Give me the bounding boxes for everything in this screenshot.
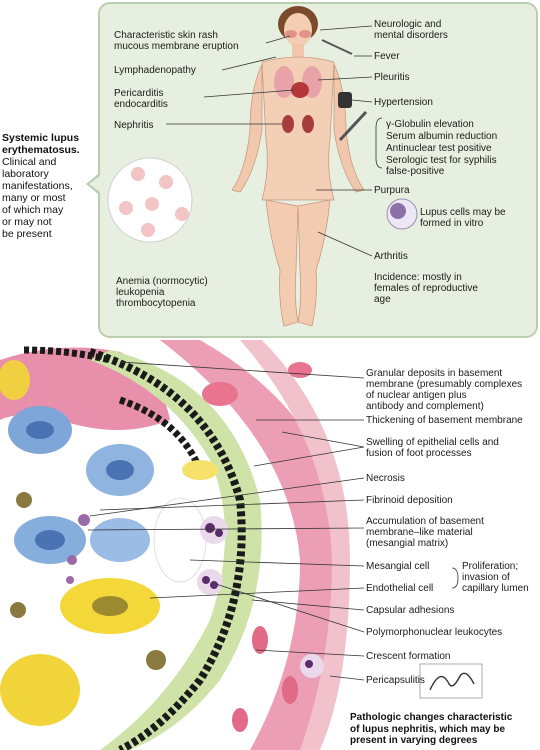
label-lupus-cells-1: Lupus cells may be [420, 207, 506, 218]
side-note-line: of which may [2, 204, 64, 216]
side-note-title-2: erythematosus. [2, 144, 80, 156]
label-mucous-eruption: mucous membrane eruption [114, 41, 239, 52]
label-lymphadenopathy: Lymphadenopathy [114, 65, 196, 76]
side-note: Systemic lupus erythematosus. Clinical a… [2, 132, 84, 240]
label-capsular-adhesions: Capsular adhesions [366, 605, 455, 616]
label-swelling-2: fusion of foot processes [366, 448, 472, 459]
label-fibrinoid: Fibrinoid deposition [366, 495, 453, 506]
label-incidence-1: Incidence: mostly in [374, 272, 462, 283]
label-thickening: Thickening of basement membrane [366, 415, 523, 426]
label-swelling-1: Swelling of epithelial cells and [366, 437, 499, 448]
label-granular-3: of nuclear antigen plus [366, 390, 467, 401]
label-arthritis: Arthritis [374, 251, 408, 262]
label-granular-4: antibody and complement) [366, 401, 484, 412]
label-incidence-3: age [374, 294, 391, 305]
side-note-line: many or most [2, 192, 66, 204]
label-proliferation-2: invasion of [462, 572, 510, 583]
label-incidence-2: females of reproductive [374, 283, 478, 294]
side-note-line: Clinical and [2, 156, 57, 168]
label-gamma-globulin: γ-Globulin elevation [386, 119, 474, 130]
side-note-line: laboratory [2, 168, 49, 180]
label-syphilis: Serologic test for syphilis [386, 155, 497, 166]
panel-pointer-inner [89, 176, 100, 192]
label-thrombocytopenia: thrombocytopenia [116, 298, 196, 309]
label-proliferation-3: capillary lumen [462, 583, 529, 594]
histology-illustration [0, 340, 350, 750]
lower-leader-lines [87, 361, 459, 681]
label-antinuclear: Antinuclear test positive [386, 143, 492, 154]
label-mesangial-cell: Mesangial cell [366, 561, 430, 572]
label-lupus-cells-2: formed in vitro [420, 218, 484, 229]
label-nephritis: Nephritis [114, 120, 154, 131]
bottom-caption-line: Pathologic changes characteristic [350, 712, 513, 723]
side-note-title-1: Systemic lupus [2, 132, 80, 144]
bottom-caption-line: of lupus nephritis, which may be [350, 723, 506, 735]
label-crescent: Crescent formation [366, 651, 451, 662]
upper-leader-lines [166, 25, 383, 257]
label-mental: mental disorders [374, 30, 448, 41]
label-hypertension: Hypertension [374, 97, 433, 108]
label-pericarditis: Pericarditis [114, 88, 164, 99]
label-pmn: Polymorphonuclear leukocytes [366, 627, 503, 638]
label-accumulation-2: membrane–like material [366, 527, 473, 538]
female-figure [231, 6, 368, 327]
label-pleuritis: Pleuritis [374, 72, 410, 83]
bottom-caption: Pathologic changes characteristic of lup… [350, 712, 512, 747]
label-pericapsulitis: Pericapsulitis [366, 675, 425, 686]
side-note-line: manifestations, [2, 180, 73, 192]
label-endothelial-cell: Endothelial cell [366, 583, 434, 594]
label-granular-1: Granular deposits in basement [366, 368, 503, 379]
label-accumulation-1: Accumulation of basement [366, 516, 484, 527]
lupus-cell [386, 198, 418, 230]
side-note-line: be present [2, 228, 52, 240]
label-leukopenia: leukopenia [116, 287, 165, 298]
label-proliferation-1: Proliferation; [462, 561, 519, 572]
label-endocarditis: endocarditis [114, 99, 168, 110]
netter-signature [419, 663, 483, 699]
label-granular-2: membrane (presumably complexes [366, 379, 523, 390]
bottom-caption-line: present in varying degrees [350, 735, 478, 746]
side-note-line: or may not [2, 216, 52, 228]
label-anemia: Anemia (normocytic) [116, 276, 208, 287]
label-false-positive: false-positive [386, 166, 445, 177]
blood-smear-circle [107, 157, 193, 243]
label-accumulation-3: (mesangial matrix) [366, 538, 449, 549]
label-neurologic: Neurologic and [374, 19, 442, 30]
label-necrosis: Necrosis [366, 473, 405, 484]
label-purpura: Purpura [374, 185, 410, 196]
label-albumin: Serum albumin reduction [386, 131, 498, 142]
label-skin-rash: Characteristic skin rash [114, 30, 218, 41]
label-fever: Fever [374, 51, 400, 62]
